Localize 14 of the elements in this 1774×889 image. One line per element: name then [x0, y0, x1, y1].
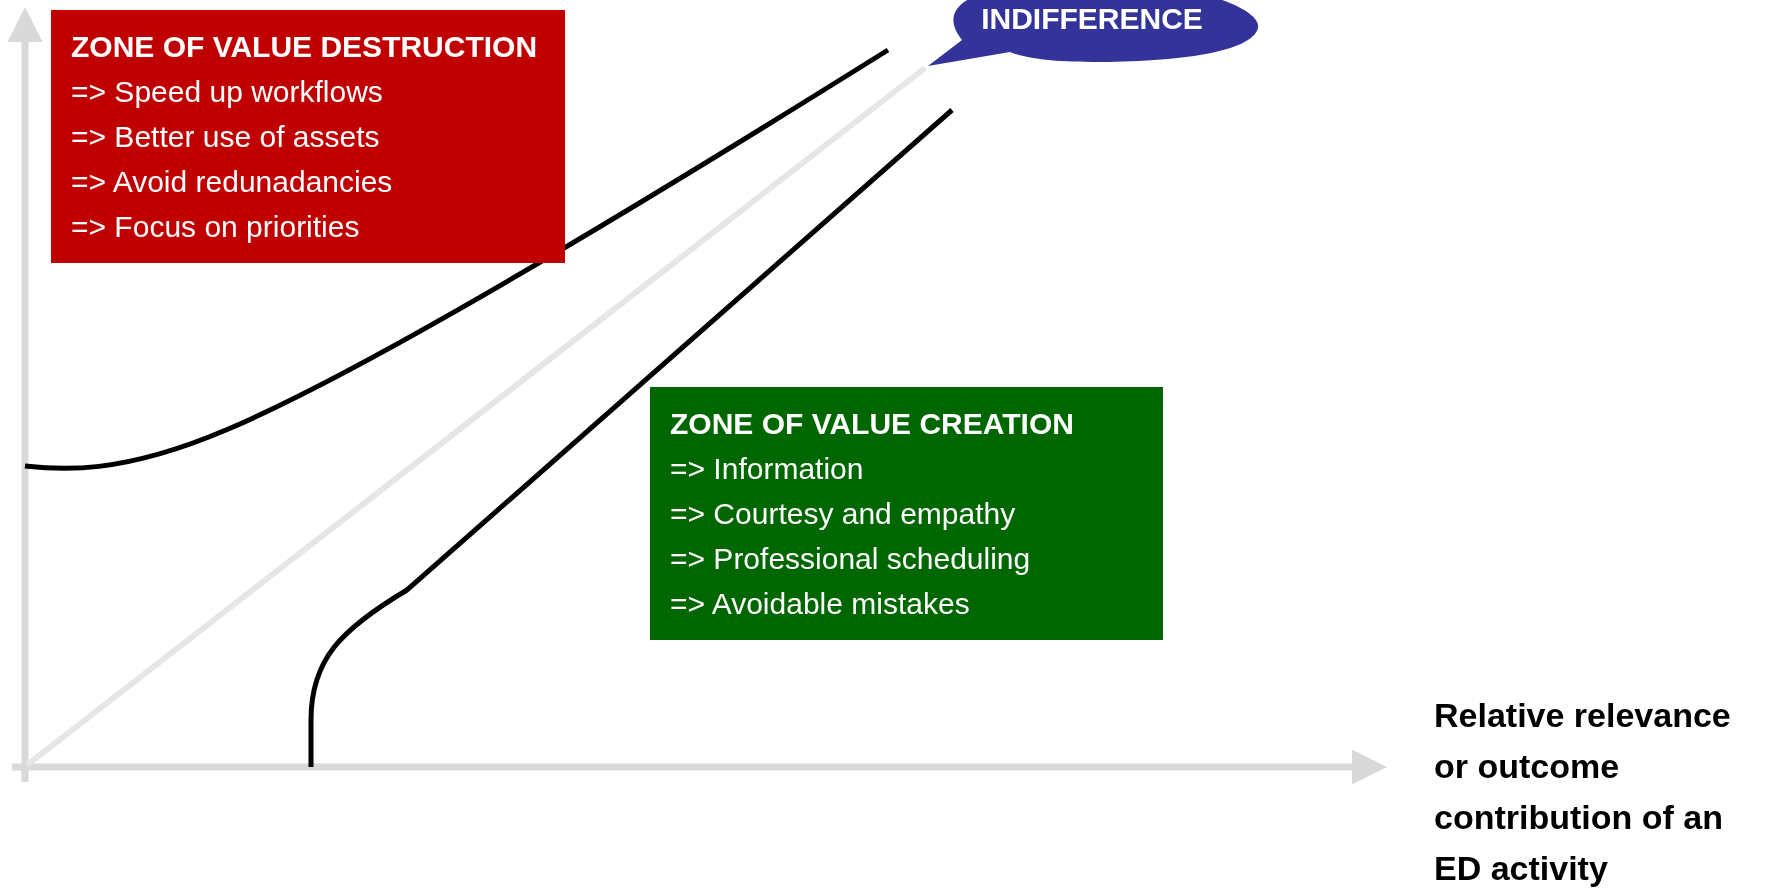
- list-item: => Speed up workflows: [71, 74, 384, 110]
- bubble-text: INDIFFERENCE: [960, 2, 1224, 36]
- zone-heading: ZONE OF VALUE CREATION: [670, 406, 1075, 442]
- list-item: => Focus on priorities: [71, 209, 361, 245]
- list-item: => Information: [670, 451, 865, 487]
- list-item: => Professional scheduling: [670, 541, 1032, 577]
- zone-heading: ZONE OF VALUE DESTRUCTION: [71, 29, 539, 65]
- list-item: => Courtesy and empathy: [670, 496, 1017, 532]
- list-item: => Avoidable mistakes: [670, 586, 971, 622]
- destruction-zone-box: [51, 10, 565, 263]
- axis-label: Relative relevance or outcome contribution of an ED activity: [1434, 695, 1732, 889]
- list-item: => Avoid redunadancies: [71, 164, 394, 200]
- list-item: => Better use of assets: [71, 119, 381, 155]
- creation-zone-box: [650, 387, 1163, 640]
